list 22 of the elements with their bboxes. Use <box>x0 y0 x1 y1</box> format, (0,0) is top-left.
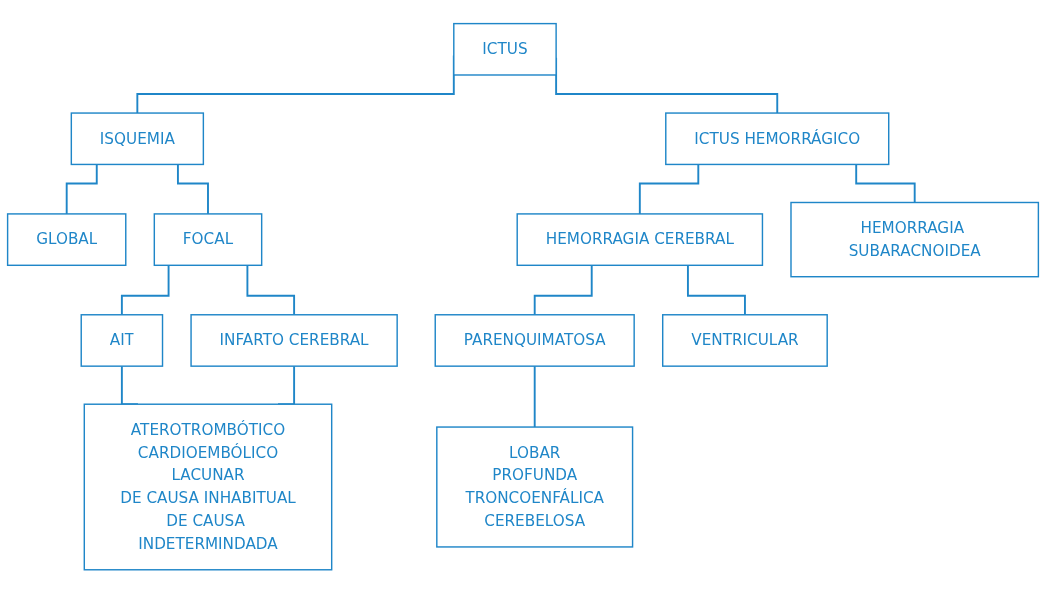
node-box: INFARTO CEREBRAL <box>190 314 398 368</box>
node-box: LOBAR PROFUNDA TRONCOENFÁLICA CEREBELOSA <box>436 426 634 548</box>
node-box: AIT <box>80 314 164 368</box>
node-box: ICTUS HEMORRÁGICO <box>665 112 890 166</box>
node-box: PARENQUIMATOSA <box>434 314 635 368</box>
node-box: HEMORRAGIA CEREBRAL <box>516 213 764 267</box>
connector <box>65 163 98 216</box>
connector <box>177 163 209 216</box>
connector <box>686 264 746 316</box>
node-box: VENTRICULAR <box>662 314 828 368</box>
connector <box>120 264 170 316</box>
node-box: FOCAL <box>153 213 263 267</box>
node-box: HEMORRAGIA SUBARACNOIDEA <box>790 202 1040 278</box>
connector <box>638 163 700 216</box>
connector <box>533 365 536 429</box>
node-box: GLOBAL <box>6 213 127 267</box>
node-box: ATEROTROMBÓTICO CARDIOEMBÓLICO LACUNAR DE CAUSA INHABITUAL DE CAUSA INDETERMINDADA <box>83 403 333 571</box>
connector <box>855 163 916 204</box>
connector <box>246 264 296 316</box>
node-box: ISQUEMIA <box>70 112 205 166</box>
connector <box>533 264 593 316</box>
node-box: ICTUS <box>453 23 557 76</box>
